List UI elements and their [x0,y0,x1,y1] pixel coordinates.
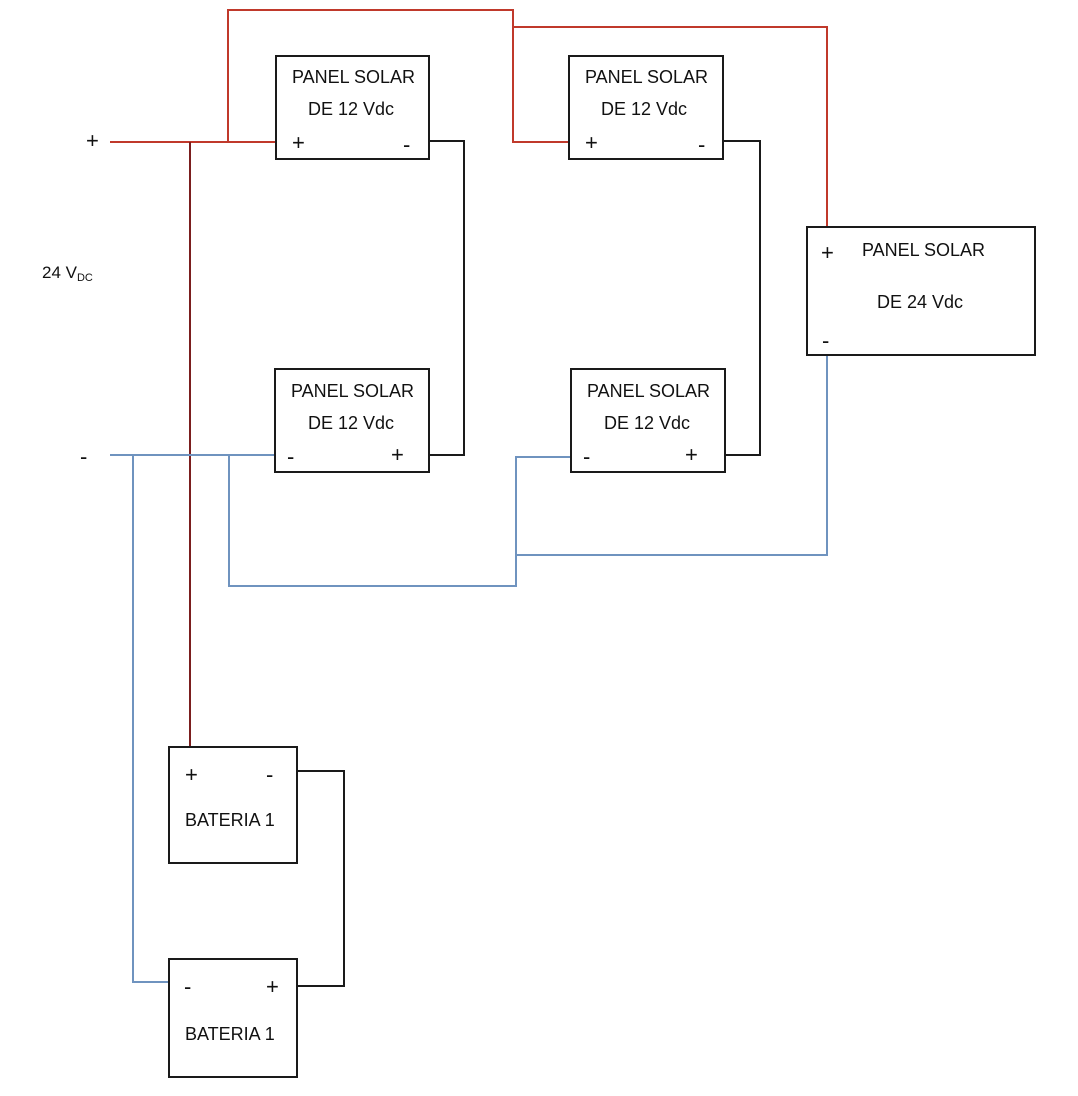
panel-negative-pin: - [287,444,295,469]
panel-title: PANEL SOLAR [587,381,711,401]
solar-panel-12v: PANEL SOLAR DE 12 Vdc + - [275,55,430,160]
negative-wires [110,354,828,983]
solar-panel-24v: + PANEL SOLAR DE 24 Vdc - [806,226,1036,356]
positive-wires [110,9,828,228]
panel-negative-pin: - [583,444,591,469]
panel-title: PANEL SOLAR [291,381,415,401]
battery: + - BATERIA 1 [168,746,298,864]
panel-positive-pin: + [685,442,698,467]
series-wire-left-panels [428,140,465,456]
negative-terminal-label: - [80,444,88,469]
battery: - + BATERIA 1 [168,958,298,1078]
panel-title: PANEL SOLAR [862,240,986,260]
positive-terminal-label: + [86,128,99,153]
voltage-label: 24 VDC [42,263,93,284]
panel-positive-pin: + [821,240,834,265]
positive-top-loop-wire [227,9,570,143]
panel-negative-pin: - [403,132,411,157]
battery-negative-pin: - [184,974,192,999]
panel-title: PANEL SOLAR [585,67,709,87]
panel-title: PANEL SOLAR [292,67,416,87]
battery-label: BATERIA 1 [185,810,275,830]
negative-loop-wire [228,455,572,587]
panel-positive-pin: + [292,130,305,155]
panel-voltage: DE 12 Vdc [601,99,688,119]
negative-battery-wire [132,455,170,983]
solar-panel-12v: PANEL SOLAR DE 12 Vdc - + [570,368,726,473]
panel-voltage: DE 12 Vdc [604,413,691,433]
panel-negative-pin: - [822,328,830,353]
solar-panel-12v: PANEL SOLAR DE 12 Vdc + - [568,55,724,160]
positive-to-24v-panel-wire [513,26,828,228]
battery-positive-pin: + [185,762,198,787]
panel-voltage: DE 12 Vdc [308,99,395,119]
battery-label: BATERIA 1 [185,1024,275,1044]
battery-negative-pin: - [266,762,274,787]
solar-panel-12v: PANEL SOLAR DE 12 Vdc - + [274,368,430,473]
battery-positive-pin: + [266,974,279,999]
panel-voltage: DE 12 Vdc [308,413,395,433]
series-wire-right-panels [722,140,761,456]
series-wire-batteries [296,770,345,987]
series-wires [296,140,761,987]
negative-24v-panel-wire [516,354,828,556]
panel-negative-pin: - [698,132,706,157]
panel-voltage: DE 24 Vdc [877,292,964,312]
panel-positive-pin: + [391,442,404,467]
panel-positive-pin: + [585,130,598,155]
